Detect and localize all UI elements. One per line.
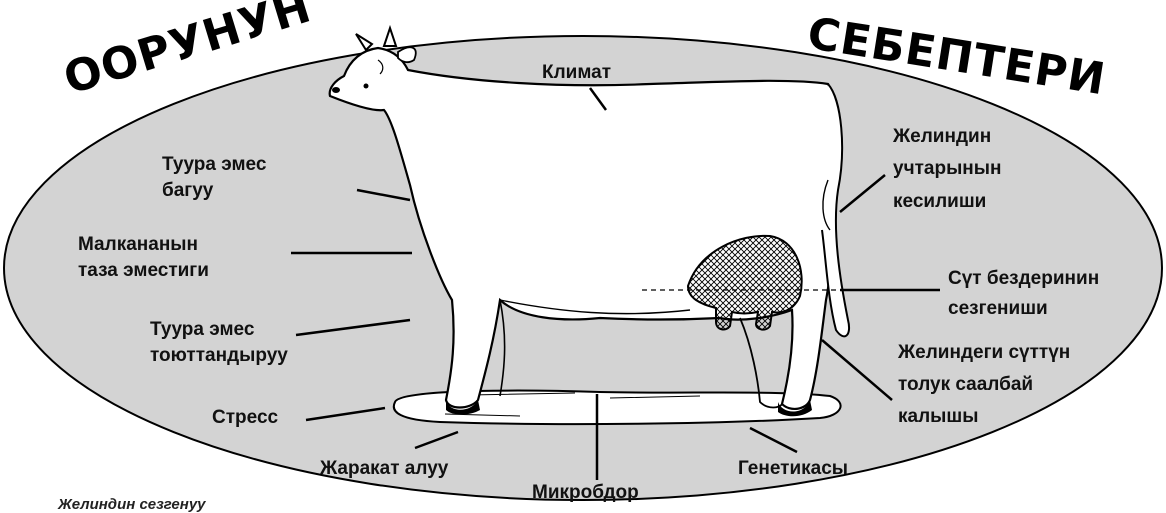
- label-barn-line2: таза эместиги: [78, 258, 209, 283]
- label-milk-line1: Желиндеги сүттүн: [898, 340, 1070, 365]
- label-genetics: Генетикасы: [738, 456, 848, 481]
- label-injury: Жаракат алуу: [320, 456, 448, 481]
- label-wrong-care-line1: Туура эмес: [162, 152, 266, 177]
- label-barn-line1: Малкананын: [78, 232, 198, 257]
- label-milk-line2: толук саалбай: [898, 372, 1033, 397]
- label-wrong-feed-line2: тоюттандыруу: [150, 343, 288, 368]
- label-teat-cut-line1: Желиндин: [893, 124, 991, 149]
- label-microbes: Микробдор: [532, 480, 639, 505]
- label-gland-line2: сезгениши: [948, 296, 1048, 321]
- caption: Желиндин сезгенуу: [58, 496, 206, 513]
- label-teat-cut-line3: кесилиши: [893, 189, 986, 214]
- label-wrong-care-line2: багуу: [162, 178, 213, 203]
- label-stress: Стресс: [212, 405, 278, 430]
- label-wrong-feed-line1: Туура эмес: [150, 317, 254, 342]
- label-milk-line3: калышы: [898, 404, 978, 429]
- label-gland-line1: Сүт бездеринин: [948, 266, 1099, 291]
- label-climate: Климат: [542, 60, 611, 85]
- label-teat-cut-line2: учтарынын: [893, 156, 1001, 181]
